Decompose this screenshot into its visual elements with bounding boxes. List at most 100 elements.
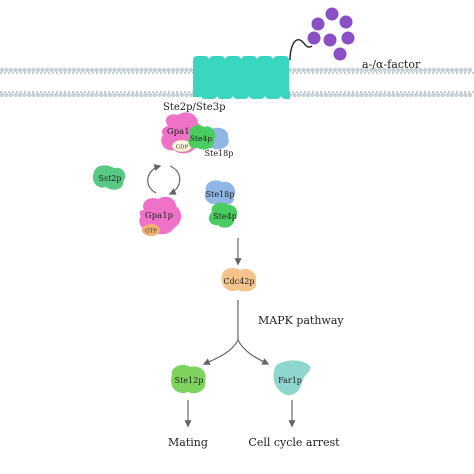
lipid-bead: [422, 92, 428, 98]
lipid-bead: [152, 92, 158, 98]
sst2p-label: Sst2p: [98, 174, 121, 183]
lipid-bead: [139, 92, 144, 98]
lipid-bead: [175, 92, 180, 98]
gtp-label: GTP: [145, 229, 157, 235]
lipid-bead: [44, 92, 50, 98]
lipid-bead: [13, 92, 18, 98]
lipid-bead: [40, 67, 45, 73]
lipid-bead: [0, 92, 5, 98]
ste18p-top-label: Ste18p: [205, 149, 234, 158]
lipid-bead: [89, 67, 95, 73]
lipid-bead: [0, 67, 5, 73]
lipid-bead: [409, 92, 414, 98]
lipid-bead: [161, 92, 167, 98]
lipid-bead: [62, 67, 68, 73]
lipid-bead: [143, 92, 149, 98]
lipid-bead: [58, 92, 63, 98]
lipid-bead: [328, 67, 333, 73]
lipid-bead: [44, 67, 50, 73]
lipid-bead: [341, 67, 347, 73]
lipid-bead: [305, 67, 311, 73]
lipid-bead: [53, 92, 59, 98]
ligand-label: a-/α-factor: [362, 58, 421, 71]
lipid-bead: [17, 67, 23, 73]
lipid-bead: [22, 92, 27, 98]
ligand-particles: [307, 7, 355, 61]
lipid-bead: [368, 92, 374, 98]
lipid-bead: [188, 67, 194, 73]
gpa1p-bottom-label: Gpa1p: [145, 211, 174, 221]
lipid-bead: [454, 92, 459, 98]
lipid-bead: [373, 92, 378, 98]
lipid-bead: [58, 67, 63, 73]
lipid-bead: [301, 92, 306, 98]
receptor-label: Ste2p/Ste3p: [163, 102, 225, 113]
lipid-bead: [166, 67, 171, 73]
lipid-bead: [346, 67, 351, 73]
lipid-bead: [364, 92, 369, 98]
lipid-bead: [377, 92, 383, 98]
ste4p-top-label: Ste4p: [190, 134, 212, 143]
lipid-bead: [404, 92, 410, 98]
lipid-bead: [431, 92, 437, 98]
lipid-bead: [427, 67, 432, 73]
lipid-bead: [454, 67, 459, 73]
lipid-bead: [301, 67, 306, 73]
lipid-bead: [359, 92, 365, 98]
lipid-bead: [373, 67, 378, 73]
lipid-bead: [40, 92, 45, 98]
lipid-bead: [292, 67, 297, 73]
lipid-bead: [166, 92, 171, 98]
lipid-bead: [157, 67, 162, 73]
lipid-bead: [350, 92, 356, 98]
lipid-bead: [314, 67, 320, 73]
lipid-bead: [35, 67, 41, 73]
lipid-bead: [8, 67, 14, 73]
lipid-bead: [130, 67, 135, 73]
lipid-bead: [445, 67, 450, 73]
lipid-bead: [112, 92, 117, 98]
lipid-bead: [328, 92, 333, 98]
lipid-bead: [355, 67, 360, 73]
cdc42p-label: Cdc42p: [223, 277, 254, 286]
lipid-bead: [418, 92, 423, 98]
mapk-label: MAPK pathway: [258, 314, 344, 327]
lipid-bead: [85, 92, 90, 98]
lipid-bead: [134, 92, 140, 98]
lipid-bead: [13, 67, 18, 73]
lipid-bead: [107, 92, 113, 98]
lipid-bead: [292, 92, 297, 98]
lipid-bead: [134, 67, 140, 73]
lipid-bead: [8, 92, 14, 98]
lipid-bead: [332, 67, 338, 73]
lipid-bead: [449, 92, 455, 98]
lipid-bead: [467, 92, 473, 98]
lipid-bead: [364, 67, 369, 73]
lipid-bead: [413, 92, 419, 98]
far1p-label: Far1p: [278, 376, 302, 385]
lipid-bead: [409, 67, 414, 73]
lipid-bead: [67, 92, 72, 98]
lipid-bead: [148, 67, 153, 73]
receptor-ste2p-ste3p: [193, 39, 313, 99]
lipid-bead: [458, 92, 464, 98]
lipid-bead: [382, 92, 387, 98]
lipid-bead: [31, 92, 36, 98]
lipid-bead: [400, 67, 405, 73]
lipid-bead: [49, 92, 54, 98]
lipid-bead: [440, 67, 446, 73]
lipid-bead: [436, 92, 441, 98]
sst2p-protein: Sst2p: [92, 165, 126, 190]
lipid-bead: [413, 67, 419, 73]
lipid-bead: [341, 92, 347, 98]
lipid-bead: [422, 67, 428, 73]
lipid-bead: [76, 92, 81, 98]
lipid-bead: [404, 67, 410, 73]
lipid-bead: [188, 92, 194, 98]
lipid-bead: [161, 67, 167, 73]
lipid-bead: [395, 92, 401, 98]
lipid-bead: [337, 67, 342, 73]
lipid-bead: [436, 67, 441, 73]
lipid-bead: [350, 67, 356, 73]
